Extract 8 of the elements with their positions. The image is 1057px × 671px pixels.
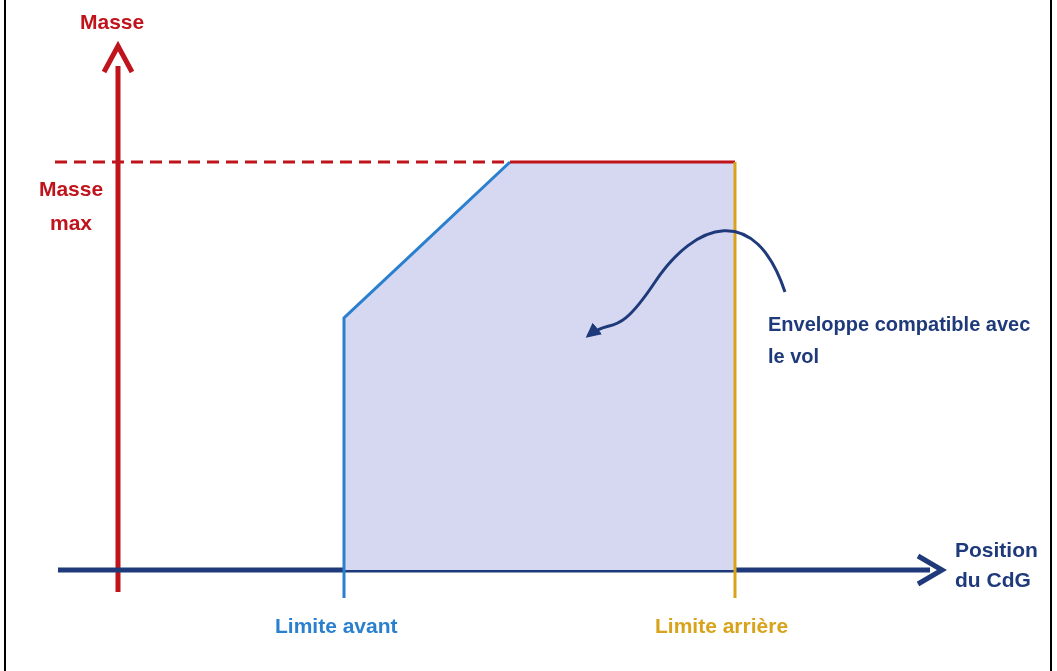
limit-label: Limite avant [275, 613, 398, 639]
curved-arrow [585, 229, 787, 338]
axis-title: Masse [80, 9, 145, 35]
flight-envelope-area [344, 162, 735, 570]
axis-tick-label: Masse max [37, 176, 105, 236]
axis-title: Position du CdG [955, 537, 1039, 593]
limit-label: Limite arrière [655, 613, 789, 639]
annotation-text: Enveloppe compatible avec le vol [768, 308, 1038, 368]
